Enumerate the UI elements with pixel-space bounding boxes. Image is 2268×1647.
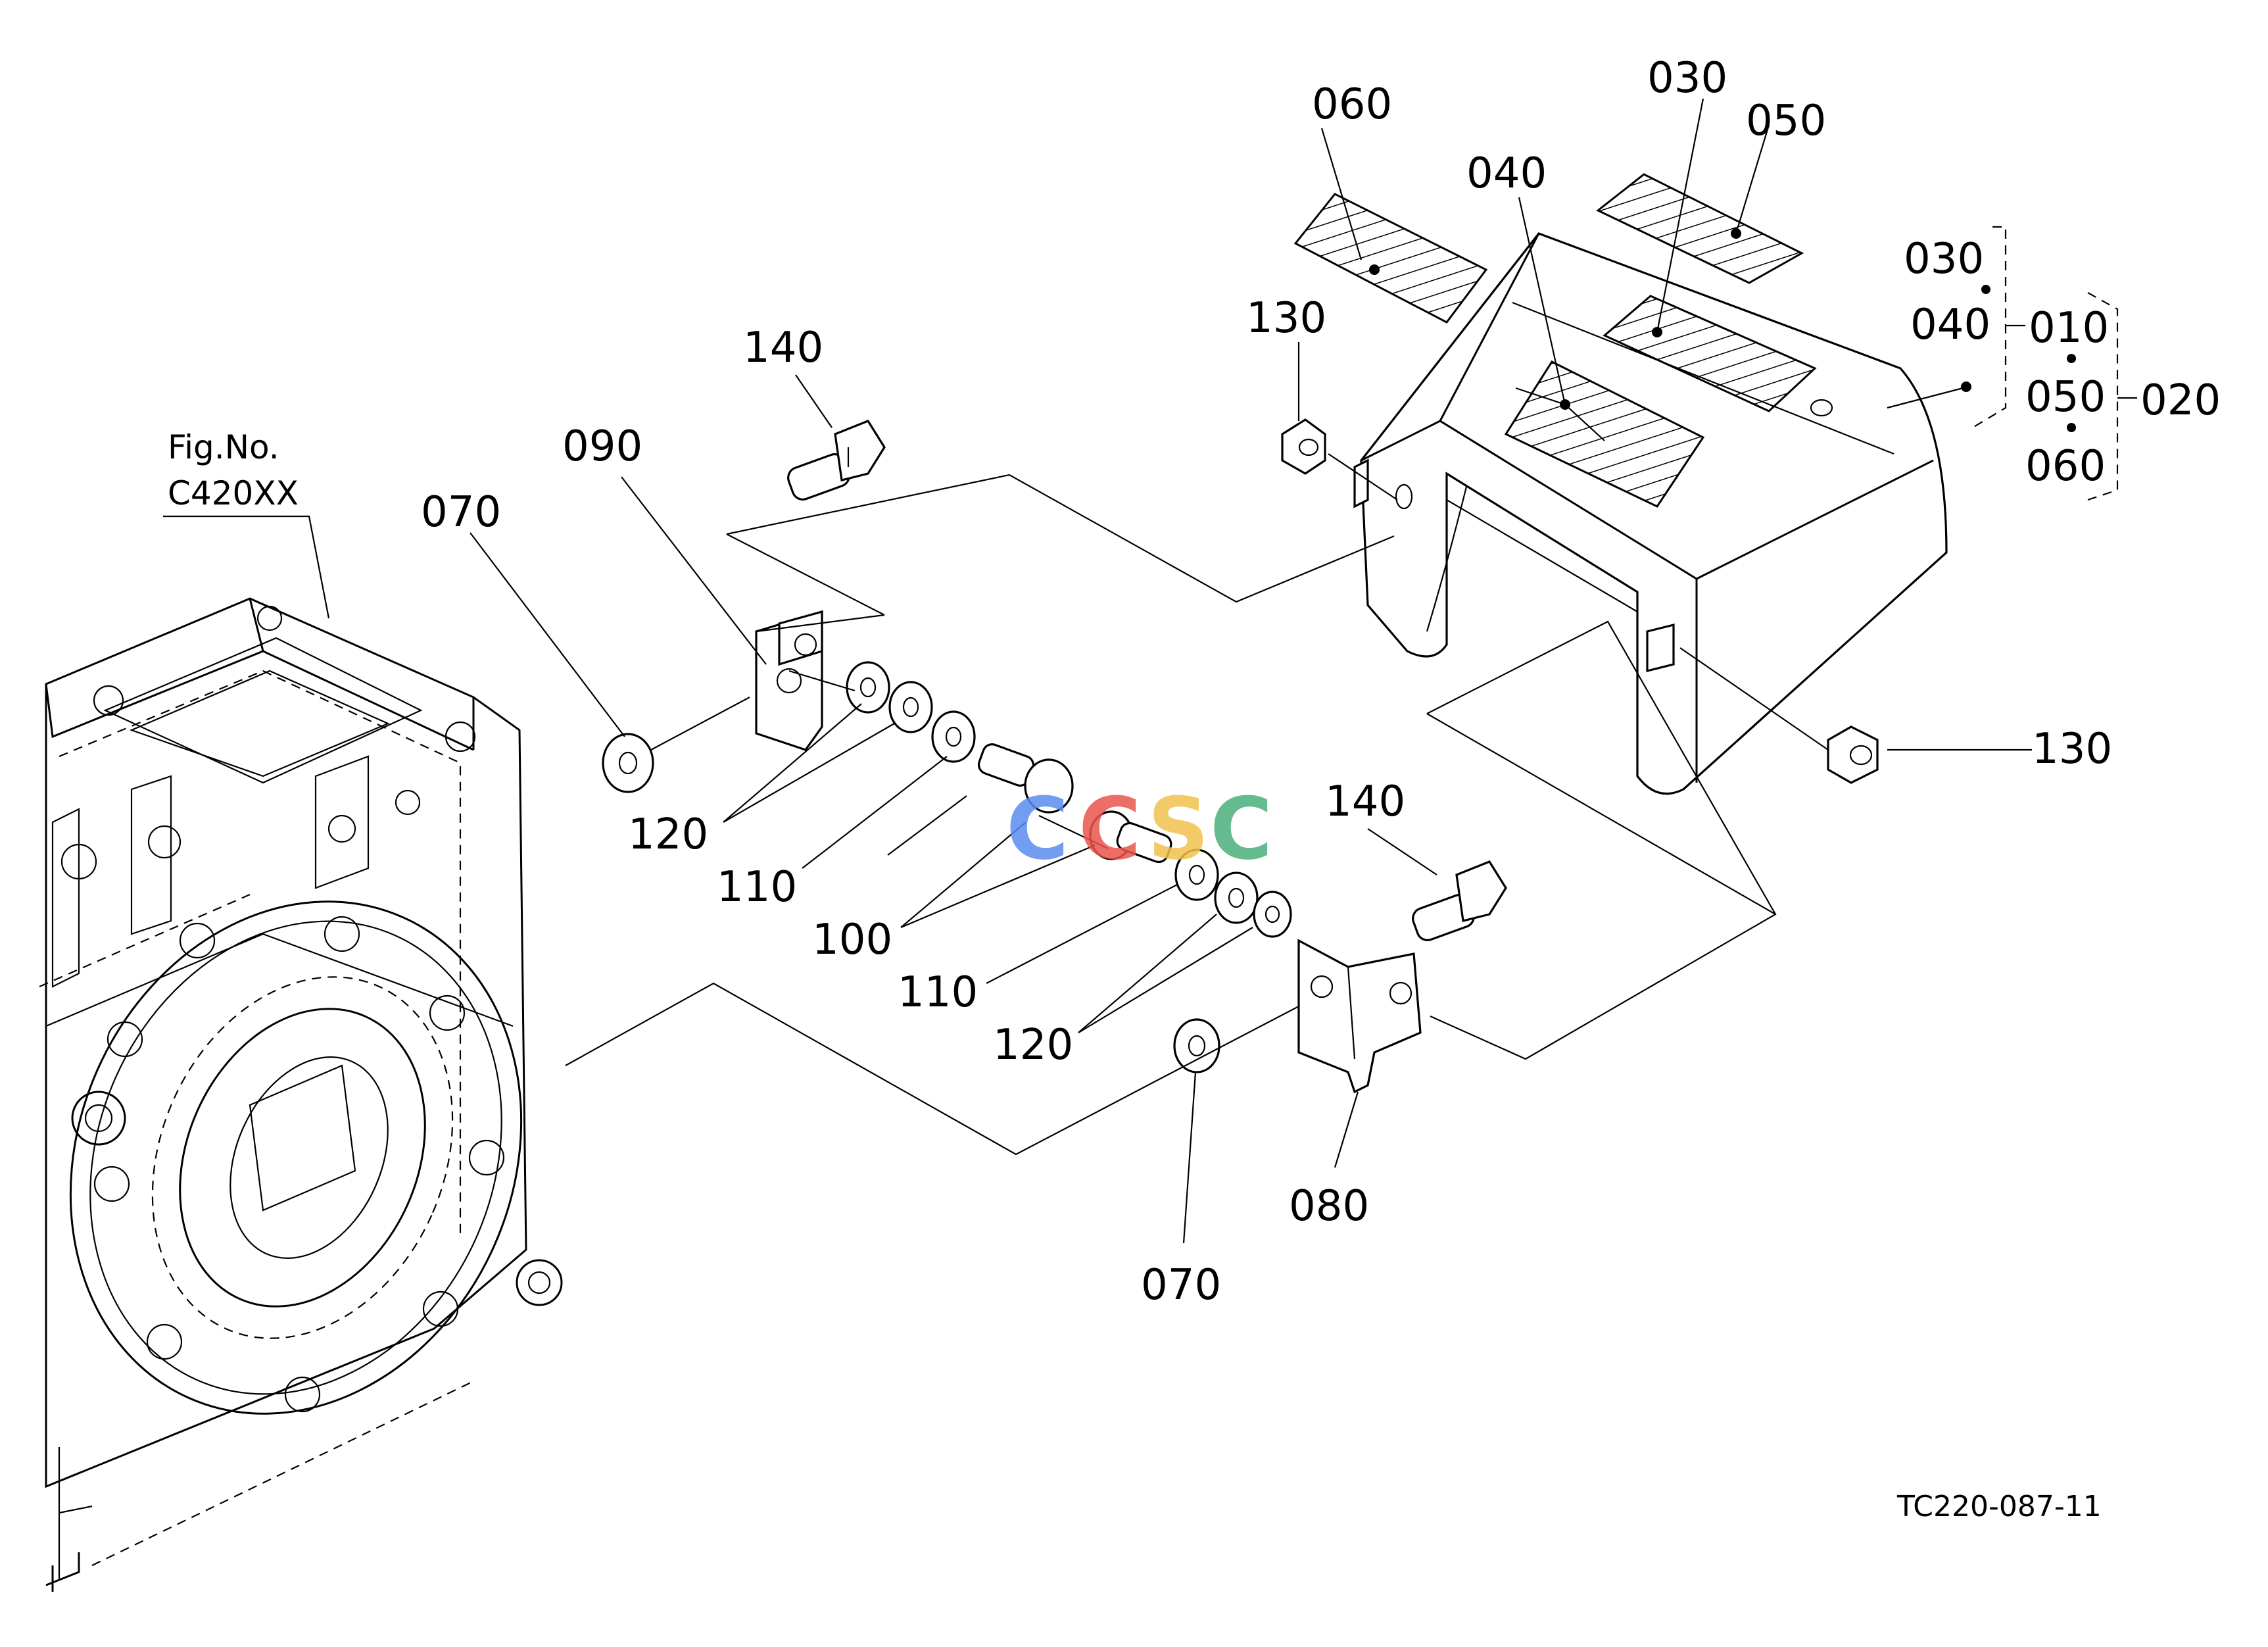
callout-100: 100 — [812, 916, 892, 964]
callout-120-lower: 120 — [993, 1021, 1073, 1069]
callout-050-group: 050 — [2025, 373, 2106, 422]
transmission-case-illustration — [39, 597, 563, 1592]
decal-labels — [1293, 173, 1804, 324]
watermark-letter-4: C — [1210, 779, 1272, 879]
watermark-letter-3: S — [1147, 779, 1209, 879]
callout-040-top: 040 — [1466, 149, 1547, 198]
callout-060-group: 060 — [2025, 442, 2106, 491]
nut-130-lower — [1827, 725, 1879, 784]
washers-lower-stack — [1174, 848, 1292, 938]
callout-130-right: 130 — [2032, 725, 2112, 774]
bolt-140-lower — [1412, 860, 1507, 941]
watermark-letter-2: C — [1078, 779, 1141, 879]
callout-070-left: 070 — [421, 488, 501, 537]
figure-reference: Fig.No. C420XX — [163, 428, 330, 619]
callout-010: 010 — [2029, 304, 2109, 353]
callout-080: 080 — [1289, 1182, 1369, 1231]
callout-120-upper: 120 — [628, 810, 708, 859]
leader-lines — [470, 98, 2032, 1244]
assembly-group-bracket — [1972, 226, 2137, 501]
callout-060-top: 060 — [1312, 80, 1392, 129]
drawing-code: TC220-087-11 — [1896, 1490, 2102, 1523]
callout-050-top: 050 — [1746, 97, 1826, 145]
callout-labels: 060 030 050 040 130 130 030 040 010 050 … — [421, 54, 2221, 1310]
watermark-logo: C C S C — [1006, 779, 1272, 879]
watermark-letter-1: C — [1006, 779, 1069, 879]
figure-ref-line1: Fig.No. — [168, 428, 279, 466]
callout-040-group: 040 — [1910, 301, 1991, 349]
bolt-100-lower — [1089, 810, 1172, 864]
transmission-cover-illustration — [1353, 232, 1948, 795]
washers-upper-stack — [846, 661, 976, 763]
callout-030-top: 030 — [1647, 54, 1727, 103]
callout-140-upper: 140 — [743, 324, 823, 372]
callout-090: 090 — [562, 422, 642, 471]
assembly-frame-lines — [565, 447, 1829, 1156]
callout-020: 020 — [2140, 376, 2221, 425]
figure-ref-line2: C420XX — [168, 474, 299, 512]
washer-070-left — [602, 733, 654, 793]
callout-030-group: 030 — [1904, 235, 1984, 283]
bolt-100-upper — [977, 743, 1074, 814]
bracket-090 — [755, 610, 823, 751]
callout-130-upper: 130 — [1246, 294, 1326, 343]
bolt-140-upper — [787, 420, 886, 501]
bracket-080 — [1297, 939, 1422, 1094]
callout-140-lower: 140 — [1325, 777, 1405, 826]
washer-070-bottom — [1173, 1018, 1220, 1073]
callout-110-upper: 110 — [717, 863, 797, 912]
nut-130-upper — [1281, 418, 1326, 475]
callout-110-lower: 110 — [898, 968, 978, 1017]
callout-070-bottom: 070 — [1141, 1261, 1221, 1310]
